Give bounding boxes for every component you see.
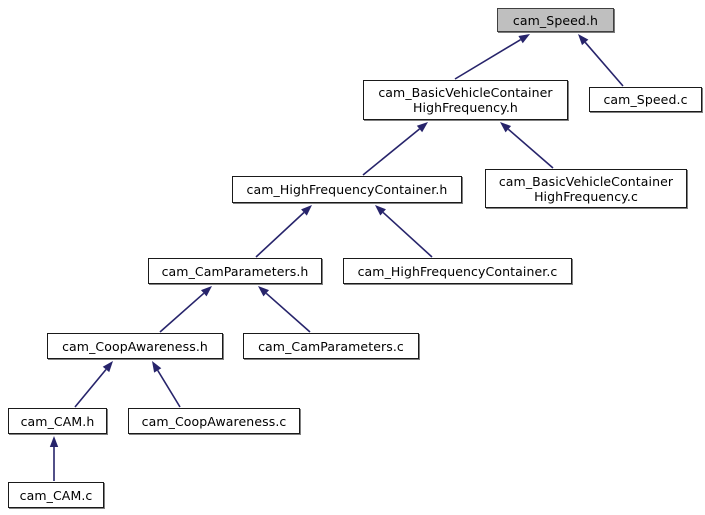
dependency-edge-cam_HighFrequencyContainer_h-to-cam_BasicVehicleContainerHighFrequency_h: [362, 128, 420, 176]
graph-node-cam_CoopAwareness_c[interactable]: cam_CoopAwareness.c: [128, 408, 300, 434]
dependency-edge-cam_CoopAwareness_c-to-cam_CoopAwareness_h: [157, 369, 181, 408]
dependency-edge-cam_CAM_h-to-cam_CoopAwareness_h: [74, 368, 107, 408]
graph-node-cam_CAM_h[interactable]: cam_CAM.h: [8, 408, 107, 434]
dependency-edge-cam_CamParameters_h-to-cam_HighFrequencyContainer_h: [255, 211, 305, 258]
dependency-edge-cam_Speed_c-to-cam_Speed_h: [584, 41, 624, 87]
dependency-edge-cam_CoopAwareness_h-to-cam_CamParameters_h: [159, 292, 205, 333]
arrowhead-icon: [375, 205, 386, 216]
arrowhead-icon: [200, 286, 212, 297]
arrowhead-icon: [102, 361, 113, 373]
graph-node-cam_HighFrequencyContainer_c[interactable]: cam_HighFrequencyContainer.c: [343, 258, 572, 284]
dependency-edge-cam_HighFrequencyContainer_c-to-cam_HighFrequencyContainer_h: [382, 211, 433, 258]
arrowhead-icon: [258, 286, 270, 297]
graph-node-cam_HighFrequencyContainer_h[interactable]: cam_HighFrequencyContainer.h: [232, 176, 462, 203]
graph-node-cam_Speed_c[interactable]: cam_Speed.c: [589, 87, 702, 112]
arrowhead-icon: [416, 122, 428, 133]
graph-node-cam_CAM_c[interactable]: cam_CAM.c: [8, 482, 104, 508]
arrowhead-icon: [578, 34, 589, 46]
dependency-edge-cam_BasicVehicleContainerHighFrequency_c-to-cam_BasicVehicleContainerHighFrequency_h: [507, 128, 554, 169]
arrowhead-icon: [500, 122, 512, 133]
dependency-edge-cam_BasicVehicleContainerHighFrequency_h-to-cam_Speed_h: [454, 38, 521, 80]
arrowhead-icon: [49, 436, 59, 447]
graph-node-cam_CoopAwareness_h[interactable]: cam_CoopAwareness.h: [47, 333, 223, 359]
arrowhead-icon: [301, 205, 312, 216]
graph-node-cam_CamParameters_c[interactable]: cam_CamParameters.c: [243, 333, 419, 359]
graph-node-cam_BasicVehicleContainerHighFrequency_c[interactable]: cam_BasicVehicleContainer HighFrequency.…: [485, 169, 687, 208]
dependency-edge-cam_CamParameters_c-to-cam_CamParameters_h: [265, 292, 311, 333]
arrowhead-icon: [152, 361, 162, 373]
graph-node-cam_BasicVehicleContainerHighFrequency_h[interactable]: cam_BasicVehicleContainer HighFrequency.…: [363, 80, 568, 120]
graph-node-cam_CamParameters_h[interactable]: cam_CamParameters.h: [148, 258, 322, 284]
arrowhead-icon: [518, 34, 530, 44]
graph-node-cam_Speed_h[interactable]: cam_Speed.h: [497, 8, 614, 32]
